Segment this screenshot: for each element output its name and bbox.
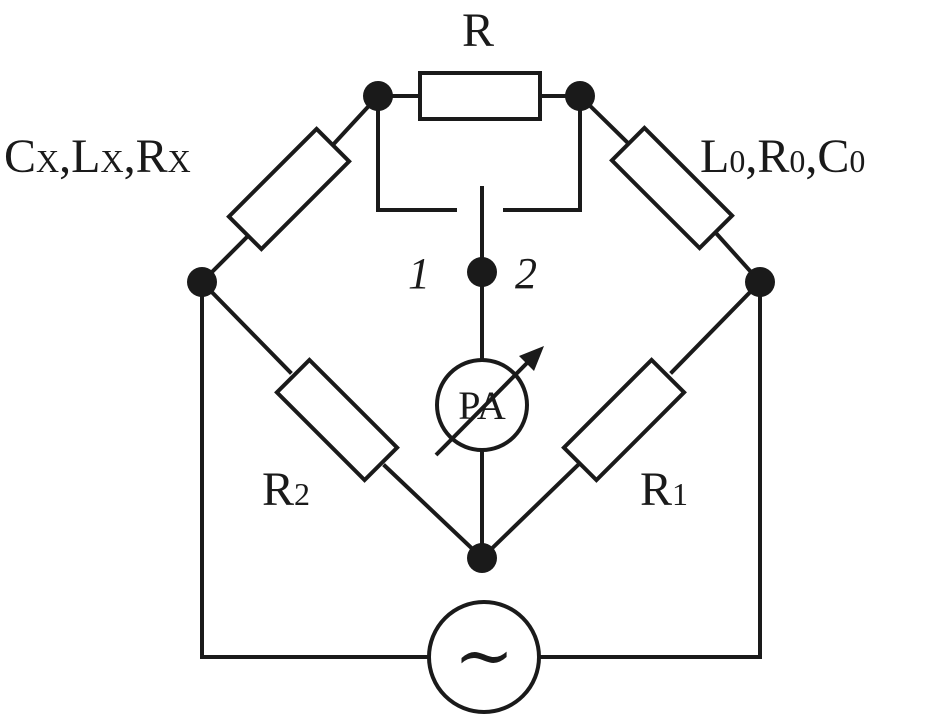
node-switch xyxy=(467,257,497,287)
node-right xyxy=(745,267,775,297)
meter-pa: PA xyxy=(434,346,544,457)
wires xyxy=(199,93,763,659)
resistor-r1 xyxy=(561,357,687,483)
wire-right-lower-b xyxy=(479,463,580,561)
resistor-r2 xyxy=(274,357,400,483)
node-top-right xyxy=(565,81,595,111)
resistor-0 xyxy=(609,125,735,251)
label-switch-1: 1 xyxy=(408,249,430,298)
ac-source-circle xyxy=(427,600,541,714)
switch-contact-1 xyxy=(376,94,457,212)
label-r: R xyxy=(462,4,494,57)
wire-source-left xyxy=(200,280,430,659)
label-r2: R2 xyxy=(262,463,310,516)
meter-circle xyxy=(435,358,529,452)
label-r1: R1 xyxy=(640,463,688,516)
wire-right-lower-a xyxy=(669,279,763,375)
nodes xyxy=(187,81,775,573)
ac-source-tilde-icon: ~ xyxy=(454,613,514,697)
switch-contact-2 xyxy=(503,94,582,212)
node-bottom xyxy=(467,543,497,573)
label-right-arm: L0,R0,C0 xyxy=(700,130,865,183)
ac-source: ~ xyxy=(427,600,541,714)
wire-source-right xyxy=(538,280,762,659)
meter-arrow-line xyxy=(434,358,532,457)
resistor-r xyxy=(418,71,542,121)
label-switch-2: 2 xyxy=(515,249,537,298)
node-top-left xyxy=(363,81,393,111)
label-left-arm: CX,LX,RX xyxy=(4,130,191,183)
meter-arrow-head-icon xyxy=(519,346,544,371)
node-left xyxy=(187,267,217,297)
wire-left-lower-a xyxy=(199,279,293,375)
resistor-x xyxy=(226,126,352,252)
wire-left-lower-b xyxy=(382,463,485,561)
